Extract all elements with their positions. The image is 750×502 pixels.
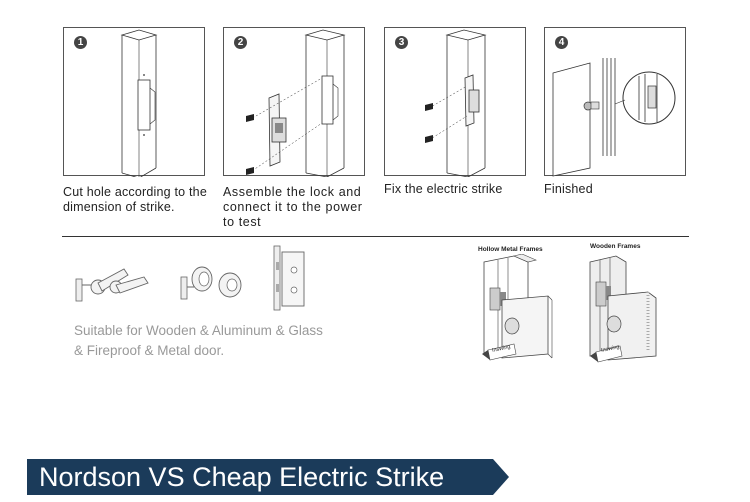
caption-line: Cut hole according to the (63, 185, 207, 199)
compatibility-line: Suitable for Wooden & Aluminum & Glass (74, 323, 323, 338)
caption-line: dimension of strike. (63, 200, 175, 214)
finished-door-illustration (552, 58, 676, 177)
caption-line: Assemble the lock and (223, 185, 362, 199)
assemble-lock-illustration (246, 29, 346, 177)
wooden-frames-title: Wooden Frames (590, 243, 641, 250)
caption-line: to test (223, 215, 262, 229)
step-2-panel: 2 (223, 27, 365, 177)
step-number-badge: 1 (74, 36, 87, 49)
banner-background (27, 459, 509, 495)
step-1-caption: Cut hole according to the dimension of s… (63, 185, 207, 215)
step-2-caption: Assemble the lock and connect it to the … (223, 185, 363, 230)
caption-line: Finished (544, 182, 593, 196)
knob-lock-icon (180, 266, 242, 300)
step-number-badge: 3 (395, 36, 408, 49)
step-1-panel: 1 (63, 27, 205, 177)
wooden-frame-diagram (589, 255, 657, 363)
step-number-badge: 4 (555, 36, 568, 49)
step-number-badge: 2 (234, 36, 247, 49)
banner-title: Nordson VS Cheap Electric Strike (39, 462, 445, 492)
step-4-panel: 4 (544, 27, 686, 177)
lever-handle-lock-icon (75, 268, 149, 302)
caption-line: Fix the electric strike (384, 182, 503, 196)
cut-hole-illustration (120, 29, 158, 177)
hollow-metal-frame-diagram (482, 254, 553, 361)
section-divider (62, 236, 689, 237)
mortise-lock-icon (273, 245, 305, 311)
step-3-panel: 3 (384, 27, 526, 177)
comparison-banner: Nordson VS Cheap Electric Strike (27, 459, 509, 495)
hollow-frames-title: Hollow Metal Frames (478, 246, 543, 253)
fix-strike-illustration (425, 29, 487, 177)
step-4-caption: Finished (544, 182, 593, 197)
compatibility-note: Suitable for Wooden & Aluminum & Glass &… (74, 321, 374, 361)
step-3-caption: Fix the electric strike (384, 182, 503, 197)
compatibility-line: & Fireproof & Metal door. (74, 343, 225, 358)
caption-line: connect it to the power (223, 200, 363, 214)
